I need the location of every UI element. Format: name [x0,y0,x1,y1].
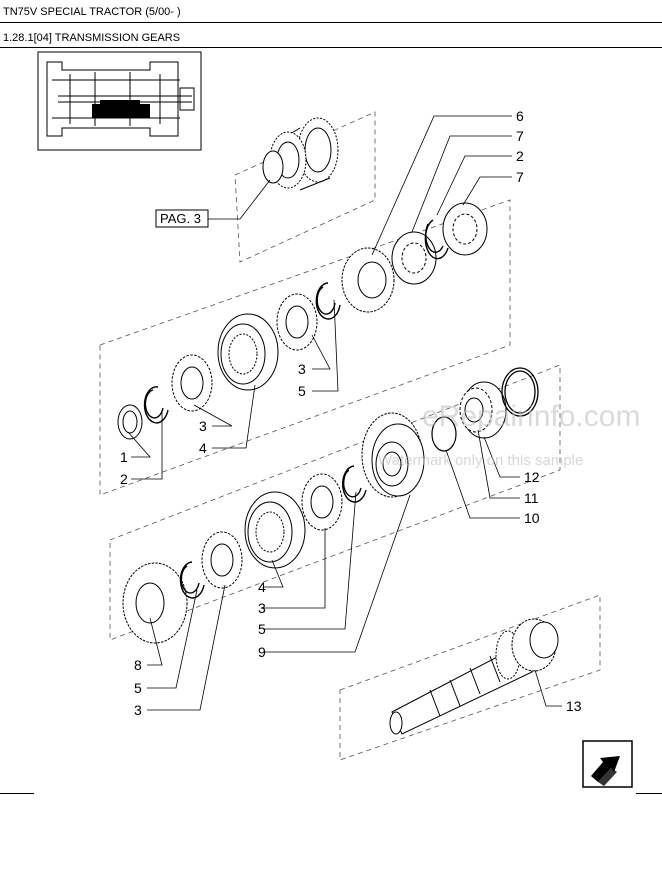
synchro-hub-3-left [171,354,213,412]
callout-labels: 6 7 2 7 3 5 3 4 1 2 12 11 10 4 3 5 9 8 5… [120,108,582,718]
callout-10: 10 [524,510,540,526]
washer-1 [117,404,143,440]
leader-lines [127,115,562,711]
document-model-title: TN75V SPECIAL TRACTOR (5/00- ) [3,6,181,18]
group-outline-lower [109,364,561,641]
footer-rule-left [0,793,34,794]
callout-3: 3 [298,361,306,377]
next-page-arrow-icon[interactable] [582,740,633,788]
gear-6 [341,247,395,313]
circlip-5-lower [342,465,367,503]
synchro-sleeve-4-lower [244,491,306,569]
bearing-7-left [391,231,437,285]
callout-3: 3 [199,418,207,434]
callout-7: 7 [516,169,524,185]
header-divider [0,22,662,23]
callout-5: 5 [298,383,306,399]
circlip-2-left [143,386,169,424]
callout-6: 6 [516,108,524,124]
bearing-7-right [442,202,488,256]
watermark-notice: Watermark only on this sample [378,452,583,469]
callout-4: 4 [258,579,266,595]
synchro-hub-3-lower [201,531,243,589]
snap-ring-12 [501,367,539,417]
callout-8: 8 [134,657,142,673]
reference-gear-assembly [262,117,339,191]
callout-4: 4 [199,440,207,456]
bearing-11 [459,381,507,439]
group-outline-shaft [339,594,601,761]
large-gear-9 [361,412,425,498]
callout-13: 13 [566,698,582,714]
callout-11: 11 [524,490,539,506]
transmission-locator-thumbnail [37,51,202,151]
synchro-hub-3-lower-right [301,473,343,531]
callout-3: 3 [134,702,142,718]
circlip-2-right [424,219,449,260]
synchro-hub-3-middle [276,293,318,351]
callout-9: 9 [258,644,266,660]
gear-8 [122,562,188,644]
watermark-site: eRepairinfo.com [422,400,640,433]
callout-3: 3 [258,600,266,616]
circlip-5-top [315,282,341,320]
callout-12: 12 [524,469,540,485]
footer-rule-right [636,793,662,794]
callout-7: 7 [516,128,524,144]
callout-5: 5 [134,680,142,696]
circlip-5-lower-left [179,561,205,599]
callout-2: 2 [516,148,524,164]
callout-1: 1 [120,449,128,465]
synchro-sleeve-4-left [217,313,279,391]
main-shaft-13 [389,618,559,735]
page-reference-label: PAG. 3 [160,211,201,226]
washer-10 [431,416,457,452]
page-reference-box: PAG. 3 [155,179,271,228]
section-title: 1.28.1[04] TRANSMISSION GEARS [3,32,181,44]
callout-5: 5 [258,621,266,637]
section-divider [0,47,662,48]
callout-2: 2 [120,471,128,487]
